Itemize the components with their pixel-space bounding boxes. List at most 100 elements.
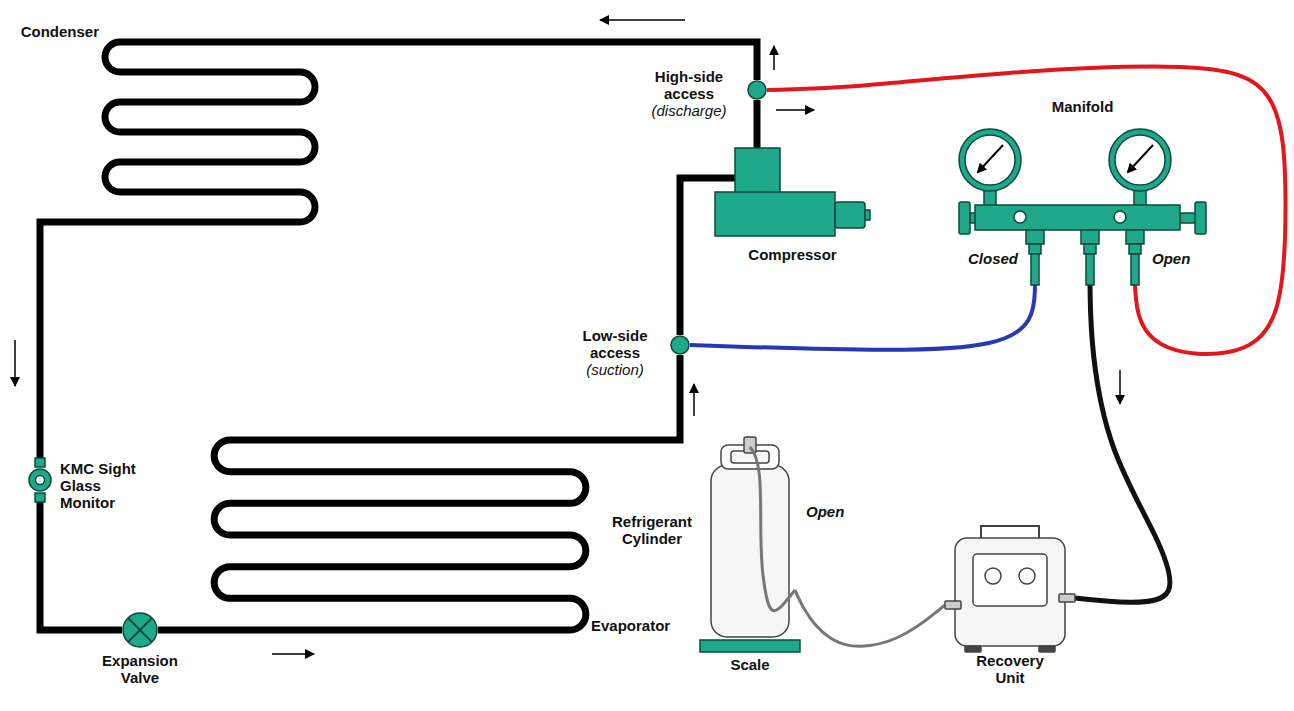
control-knob [985,568,1001,584]
manifold-body [975,205,1180,230]
node-label: Manifold [955,98,1210,115]
foot [965,646,981,652]
motor-shaft [865,210,870,220]
node-outline [215,425,585,645]
recovery-unit: Recovery Unit [945,520,1075,700]
evaporator-coil: Evaporator [215,425,585,645]
node-label: Refrigerant Cylinder [605,513,699,547]
hose-port [1126,230,1144,244]
label-group: Expansion Valve [90,652,190,686]
coil-tubing [105,42,315,222]
flow-arrow [1119,370,1121,404]
compressor-body [715,192,835,236]
node-label: Expansion Valve [90,652,190,686]
refrigerant-pipe [40,502,122,630]
hose-port [1081,230,1099,244]
cylinder-hose [750,447,795,611]
refrigerant-pipe [40,222,105,458]
access-port: High-side access(discharge) [747,80,767,100]
access-port: Low-side access(suction) [670,335,690,355]
node-label: High-side access [641,68,737,102]
sight-glass-body [29,469,51,491]
sight-fitting [35,493,45,502]
node-label: Recovery Unit [963,652,1057,686]
label-group: Condenser [21,23,99,40]
expansion-valve: Expansion Valve [122,612,158,648]
sight-port [1114,211,1126,223]
pressure-gauge [959,129,1021,191]
label-group: Manifold [955,98,1210,115]
control-panel [973,554,1047,606]
refrigerant-pipe [680,178,715,335]
node-label: KMC Sight Glass Monitor [60,460,142,511]
node-outline [105,27,315,237]
access-valve [748,81,766,99]
access-valve [671,336,689,354]
valve-state: Open [806,503,844,520]
label-group: Low-side access(suction) [570,327,660,378]
flow-arrow [773,46,775,70]
label-group: High-side access(discharge) [641,68,737,119]
node-label: Compressor [715,246,870,263]
hose-nipple [1086,254,1094,285]
recovery-housing [955,538,1065,646]
gauge-face [965,135,1015,185]
hose-port [1029,244,1041,254]
refrigerant-cylinder: Refrigerant Cylinder [705,425,795,640]
foot [1039,646,1055,652]
recovery-hose [1075,285,1170,602]
pipe-stub [715,175,736,182]
flow-arrow [693,384,695,416]
node-outline [122,612,158,648]
node-outline [670,335,690,355]
valve-cross [128,618,152,642]
label-group: Refrigerant Cylinder [605,513,699,547]
hose-fitting [945,601,961,609]
label-group: Recovery Unit [963,652,1057,686]
flow-arrow [600,19,685,21]
hose-fitting [1059,594,1075,602]
hose-port [1026,230,1044,244]
hose-nipple [1031,254,1039,285]
flow-arrow [776,109,814,111]
sight-glass-window [36,476,45,485]
node-label: Low-side access [570,327,660,361]
coil-tubing [214,440,586,630]
pressure-gauge [1109,129,1171,191]
scale-platform [700,640,800,652]
high-side-hose [767,67,1286,355]
handle-shaft [1180,213,1196,223]
node-label: Scale [700,656,800,673]
node-label: Evaporator [591,617,670,634]
refrigerant-pipe [158,627,215,634]
node-outline [747,80,767,100]
node-sublabel: (suction) [570,361,660,378]
cylinder-hose [795,590,945,646]
sight-port [1014,211,1026,223]
condenser-coil: Condenser [105,27,315,237]
node-sublabel: (discharge) [641,102,737,119]
valve-state: Open [1152,250,1190,267]
flow-arrow [14,340,16,386]
label-group: Compressor [715,246,870,263]
valve-handle [959,202,970,234]
node-outline [28,458,52,502]
hose-port [1129,244,1141,254]
label-group: Scale [700,656,800,673]
gauge-needle [978,145,1003,172]
valve-state: Closed [968,250,1018,267]
refrigerant-pipe [754,100,761,148]
compressor-motor [835,202,865,228]
valve-body [123,613,157,647]
compressor-head [735,148,780,193]
low-side-hose [690,285,1035,350]
node-outline [705,425,795,640]
valve-handle [1195,202,1206,234]
sight-glass: KMC Sight Glass Monitor [28,458,52,502]
label-group: KMC Sight Glass Monitor [60,460,142,511]
scale: Scale [700,640,800,680]
sight-fitting [35,458,45,467]
flow-arrow [272,653,314,655]
gauge-face [1115,135,1165,185]
